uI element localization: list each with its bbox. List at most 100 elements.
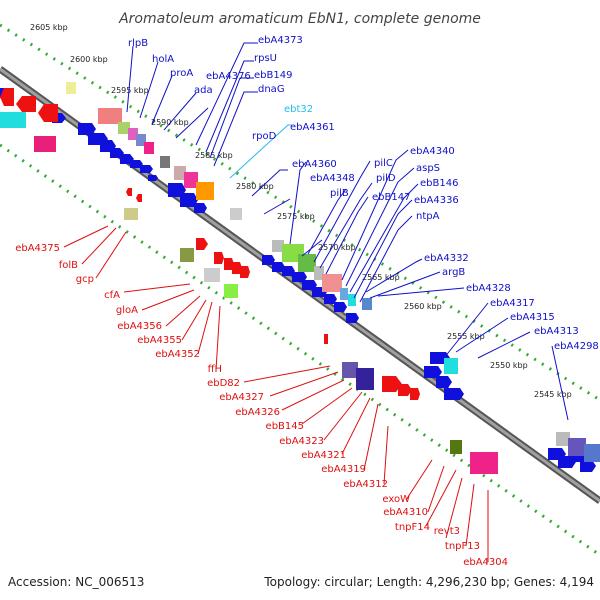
gene-label[interactable]: pilB xyxy=(330,188,349,199)
feature-block[interactable] xyxy=(322,274,342,292)
gene-arrow[interactable] xyxy=(282,266,295,276)
gene-arrow[interactable] xyxy=(194,203,207,213)
gene-arrow[interactable] xyxy=(424,366,442,378)
feature-block[interactable] xyxy=(348,294,356,306)
gene-label[interactable]: ebB147 xyxy=(372,192,410,203)
gene-label[interactable]: ebB146 xyxy=(420,178,458,189)
gene-label[interactable]: ebA4348 xyxy=(310,173,355,184)
gene-label[interactable]: tnpF13 xyxy=(445,541,480,552)
feature-block[interactable] xyxy=(224,284,238,298)
gene-label[interactable]: ebA4376 xyxy=(206,71,251,82)
gene-label[interactable]: ebA4304 xyxy=(463,557,508,568)
gene-arrow[interactable] xyxy=(262,255,275,265)
gene-label[interactable]: ebA4336 xyxy=(414,195,459,206)
feature-block[interactable] xyxy=(124,208,138,220)
gene-arrow[interactable] xyxy=(224,258,234,270)
feature-block[interactable] xyxy=(184,172,198,188)
gene-label[interactable]: ebA4361 xyxy=(290,122,335,133)
gene-arrow[interactable] xyxy=(0,88,14,106)
gene-label[interactable]: ebA4327 xyxy=(219,392,264,403)
gene-label[interactable]: holA xyxy=(152,54,174,65)
feature-block[interactable] xyxy=(66,82,76,94)
gene-label[interactable]: dnaG xyxy=(258,84,285,95)
gene-label[interactable]: rpoD xyxy=(252,131,277,142)
gene-label[interactable]: ebA4375 xyxy=(15,243,60,254)
gene-label[interactable]: ebD82 xyxy=(207,378,240,389)
gene-arrow[interactable] xyxy=(78,123,96,135)
gene-arrow[interactable] xyxy=(272,262,285,272)
gene-label[interactable]: ebA4332 xyxy=(424,253,469,264)
gene-label[interactable]: ebA4298 xyxy=(554,341,599,352)
gene-label[interactable]: ebA4373 xyxy=(258,35,303,46)
feature-block[interactable] xyxy=(356,368,374,390)
gene-label[interactable]: ebA4328 xyxy=(466,283,511,294)
gene-label[interactable]: tnpF14 xyxy=(395,522,430,533)
feature-block[interactable] xyxy=(450,440,462,454)
gene-arrow[interactable] xyxy=(140,165,153,173)
gene-arrow[interactable] xyxy=(334,302,347,312)
gene-label[interactable]: ebt32 xyxy=(284,104,313,115)
gene-arrow[interactable] xyxy=(444,388,464,400)
gene-arrow[interactable] xyxy=(126,188,132,196)
feature-block[interactable] xyxy=(340,288,348,300)
gene-arrow[interactable] xyxy=(136,194,142,202)
feature-block[interactable] xyxy=(34,136,56,152)
feature-block[interactable] xyxy=(174,166,186,180)
gene-arrow[interactable] xyxy=(196,238,208,250)
feature-block[interactable] xyxy=(196,182,214,200)
gene-label[interactable]: ebA4352 xyxy=(155,349,200,360)
feature-block[interactable] xyxy=(272,240,284,252)
gene-label[interactable]: argB xyxy=(442,267,465,278)
gene-label[interactable]: ebA4317 xyxy=(490,298,535,309)
feature-block[interactable] xyxy=(136,134,146,146)
gene-arrow[interactable] xyxy=(16,96,36,112)
feature-block[interactable] xyxy=(204,268,220,282)
gene-label[interactable]: rlpB xyxy=(128,38,148,49)
gene-label[interactable]: ebA4356 xyxy=(117,321,162,332)
gene-label[interactable]: pilC xyxy=(374,158,393,169)
gene-label[interactable]: ebA4323 xyxy=(279,436,324,447)
gene-label[interactable]: ebA4355 xyxy=(137,335,182,346)
gene-arrow[interactable] xyxy=(130,160,143,168)
feature-block[interactable] xyxy=(568,438,586,456)
gene-label[interactable]: ebA4340 xyxy=(410,146,455,157)
gene-label[interactable]: ebA4313 xyxy=(534,326,579,337)
gene-label[interactable]: ebB145 xyxy=(266,421,304,432)
gene-arrow[interactable] xyxy=(148,175,158,181)
feature-block[interactable] xyxy=(118,122,130,134)
gene-arrow[interactable] xyxy=(346,313,359,323)
feature-block[interactable] xyxy=(0,112,26,128)
gene-arrow[interactable] xyxy=(38,104,58,122)
feature-block[interactable] xyxy=(128,128,138,140)
gene-label[interactable]: exoW xyxy=(382,494,410,505)
gene-label[interactable]: revt3 xyxy=(434,526,460,537)
gene-label[interactable]: ebA4321 xyxy=(301,450,346,461)
gene-label[interactable]: folB xyxy=(59,260,78,271)
gene-label[interactable]: ebA4319 xyxy=(321,464,366,475)
gene-label[interactable]: ebA4312 xyxy=(343,479,388,490)
gene-label[interactable]: ntpA xyxy=(416,211,440,222)
gene-arrow[interactable] xyxy=(292,272,307,282)
gene-label[interactable]: ebA4310 xyxy=(383,507,428,518)
gene-label[interactable]: ebA4360 xyxy=(292,159,337,170)
gene-arrow[interactable] xyxy=(232,262,242,274)
feature-block[interactable] xyxy=(144,142,154,154)
feature-block[interactable] xyxy=(298,254,316,272)
gene-arrow[interactable] xyxy=(382,376,402,392)
gene-label[interactable]: ada xyxy=(194,85,213,96)
gene-arrow[interactable] xyxy=(240,266,250,278)
feature-block[interactable] xyxy=(556,432,570,446)
gene-arrow[interactable] xyxy=(180,193,198,207)
gene-label[interactable]: pilD xyxy=(376,173,396,184)
feature-block[interactable] xyxy=(98,108,122,124)
gene-label[interactable]: ebA4326 xyxy=(235,407,280,418)
feature-block[interactable] xyxy=(342,362,358,378)
gene-label[interactable]: gcp xyxy=(76,274,94,285)
gene-arrow[interactable] xyxy=(324,294,337,304)
gene-arrow[interactable] xyxy=(214,252,224,264)
feature-block[interactable] xyxy=(180,248,194,262)
feature-block[interactable] xyxy=(314,266,324,280)
gene-label[interactable]: proA xyxy=(170,68,193,79)
gene-arrow[interactable] xyxy=(324,334,328,344)
feature-block[interactable] xyxy=(160,156,170,168)
